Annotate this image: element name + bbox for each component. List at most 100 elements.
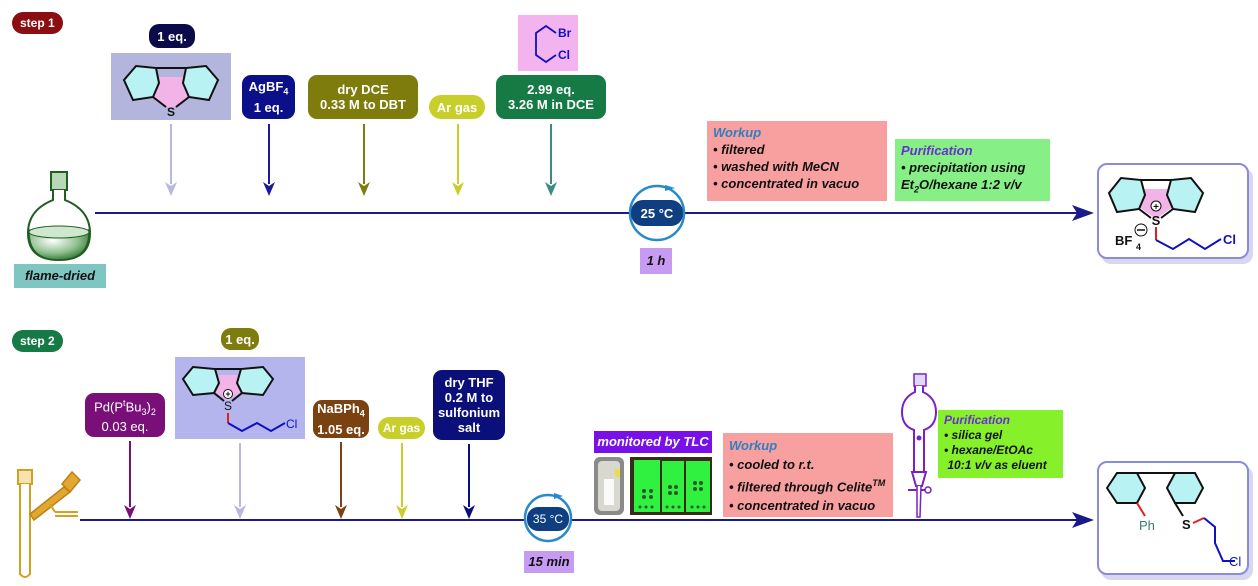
alkyl-halide-equiv: 2.99 eq. [527,82,575,97]
purification-item: 10:1 v/v as eluent [947,458,1047,472]
workup-item: • filtered through CeliteTM [729,478,886,495]
purification-title-step2: Purification [944,413,1011,427]
round-bottom-flask-icon [26,171,92,262]
tlc-monitor-label: monitored by TLC [594,431,712,453]
nabph4-name: NaBPh4 [317,401,365,419]
chlorine-label: Cl [558,48,570,62]
step1-badge: step 1 [12,12,63,34]
dbt-sulfur-label: S [167,105,175,119]
tlc-photo [594,457,712,515]
thf-addition-arrow [468,444,470,507]
purification-box-step1: Purification • precipitation using Et2O/… [895,139,1050,201]
sulfonium-arrowhead [234,505,246,519]
purification-title-step1: Purification [901,143,973,158]
chlorine-label: Cl [1223,232,1236,247]
agbf4-arrowhead [263,182,275,196]
dbt-arrowhead [165,182,177,196]
dbt-equiv-text: 1 eq. [157,28,187,44]
positive-charge-label: + [225,389,230,399]
nabph4-box: NaBPh4 1.05 eq. [313,400,369,438]
reaction-arrowhead-step1 [1072,205,1094,221]
positive-charge-label: + [1153,202,1159,213]
chlorine-label: Cl [286,417,297,431]
alkyl-halide-addition-arrow [550,124,552,184]
chlorine-label: Cl [1229,554,1241,569]
purification-item: Et2O/hexane 1:2 v/v [901,177,1022,195]
temperature-text-step2: 35 °C [532,511,564,526]
chromatography-column-icon [900,373,938,518]
purification-item: • precipitation using [901,160,1026,175]
reaction-arrowhead-step2 [1072,512,1094,528]
ar-gas-addition-arrow-step2 [401,443,403,507]
temperature-text-step1: 25 °C [640,205,674,221]
workup-item: • filtered [713,142,765,157]
dibenzothiophene-structure: S [122,64,220,119]
ar-gas-box-step1: Ar gas [429,95,485,119]
sulfonium-equiv-text: 1 eq. [225,331,255,347]
bromochlorobutane-structure: Br Cl [535,24,572,64]
alkyl-halide-arrowhead [545,182,557,196]
sulfonium-addition-arrow [239,443,241,507]
ar-gas-label-step2: Ar gas [382,420,421,435]
nabph4-addition-arrow [340,442,342,507]
alkyl-halide-box: 2.99 eq. 3.26 M in DCE [496,75,606,119]
workup-item: • cooled to r.t. [729,457,815,472]
workup-title-step1: Workup [713,125,762,140]
dbt-addition-arrow [170,124,172,184]
sulfur-label: S [1182,517,1191,532]
workup-item: • concentrated in vacuo [729,498,876,514]
thf-line: sulfonium [437,405,501,420]
biaryl-thioether-product-structure: Ph S Cl [1105,472,1241,569]
thf-line: salt [457,420,481,435]
pd-arrowhead [124,505,136,519]
purification-item: • hexane/EtOAc [944,443,1033,457]
reaction-time-step1: 1 h [640,248,672,274]
dce-solvent-box: dry DCE 0.33 M to DBT [308,75,418,119]
thf-solvent-box: dry THF 0.2 M to sulfonium salt [433,370,505,440]
pd-catalyst-box: Pd(PtBu3)2 0.03 eq. [85,393,165,437]
ar-gas-box-step2: Ar gas [378,417,425,439]
pd-catalyst-name: Pd(PtBu3)2 [94,397,156,417]
agbf4-equiv: 1 eq. [253,99,284,115]
bromine-label: Br [558,26,572,40]
agbf4-addition-arrow [268,124,270,184]
workup-item: • washed with MeCN [713,159,839,174]
flame-dried-label: flame-dried [14,264,106,288]
dce-solvent-name: dry DCE [337,82,389,97]
ar-gas-arrowhead-step2 [396,505,408,519]
sulfonium-equiv-badge: 1 eq. [221,328,259,350]
temperature-badge-step1: 25 °C [631,200,683,226]
ar-gas-addition-arrow-step1 [457,124,459,184]
temperature-badge-step2: 35 °C [527,507,569,531]
counterion-subscript: 4 [1136,242,1141,252]
pd-catalyst-equiv: 0.03 eq. [101,419,149,435]
phenyl-label: Ph [1139,518,1155,533]
dce-addition-arrow [363,124,365,184]
nabph4-arrowhead [335,505,347,519]
agbf4-reagent-box: AgBF4 1 eq. [242,75,295,119]
ar-gas-arrowhead-step1 [452,182,464,196]
alkyl-halide-conc: 3.26 M in DCE [508,97,594,112]
reaction-line-step1 [95,212,1080,214]
workup-box-step1: Workup • filtered • washed with MeCN • c… [707,121,887,201]
purification-box-step2: Purification • silica gel • hexane/EtOAc… [938,410,1063,478]
sulfur-label: S [1152,213,1161,228]
step2-badge: step 2 [12,330,63,352]
sulfonium-salt-structure: + S Cl [181,365,297,433]
thf-line: 0.2 M to [444,390,494,405]
sulfonium-salt-product-structure: + S Cl BF 4 [1107,176,1236,252]
schlenk-tube-icon [17,469,82,578]
workup-item: • concentrated in vacuo [713,176,860,191]
reaction-line-step2 [80,519,1080,521]
workup-box-step2: Workup • cooled to r.t. • filtered throu… [723,433,893,517]
dbt-equiv-badge: 1 eq. [149,24,195,48]
dce-solvent-conc: 0.33 M to DBT [320,97,406,112]
agbf4-name: AgBF4 [248,79,289,97]
reaction-time-step2: 15 min [524,551,574,573]
counterion-label: BF [1115,233,1132,248]
purification-item: • silica gel [944,428,1003,442]
thf-arrowhead [463,505,475,519]
workup-title-step2: Workup [729,438,778,453]
dce-arrowhead [358,182,370,196]
ar-gas-label-step1: Ar gas [436,99,478,115]
